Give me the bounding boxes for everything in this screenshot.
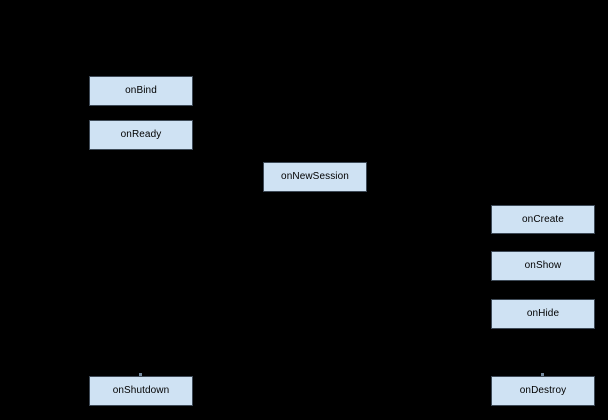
node-onnewsession: onNewSession [263,162,367,192]
node-onready: onReady [89,120,193,150]
node-onhide: onHide [491,299,595,329]
node-onbind: onBind [89,76,193,106]
node-oncreate: onCreate [491,205,595,234]
node-ondestroy: onDestroy [491,373,595,406]
node-onshutdown: onShutdown [89,373,193,406]
node-onshow: onShow [491,251,595,281]
